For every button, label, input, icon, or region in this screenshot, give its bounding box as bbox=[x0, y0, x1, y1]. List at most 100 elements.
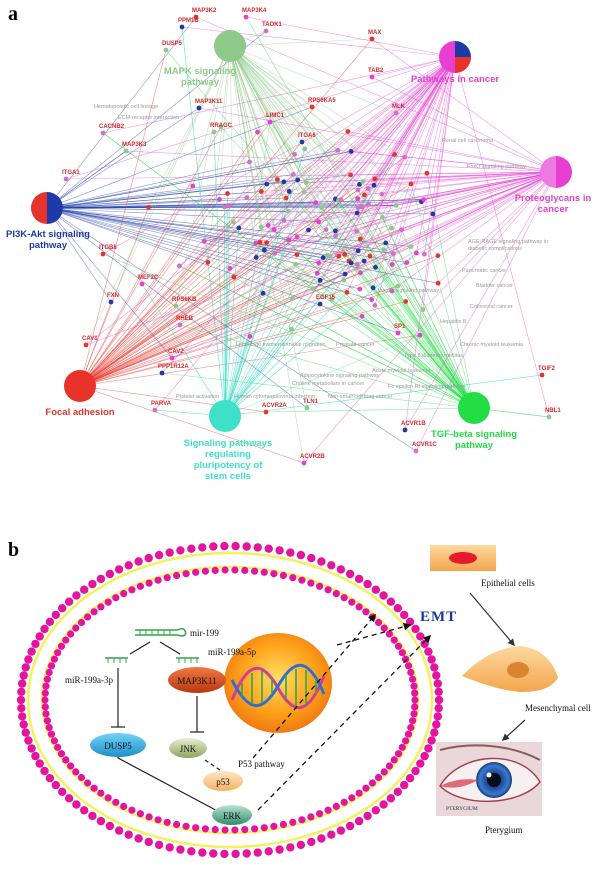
network-edge bbox=[455, 57, 549, 417]
gene-node bbox=[422, 252, 427, 257]
gene-node bbox=[64, 177, 69, 182]
gene-node bbox=[228, 266, 233, 271]
network-edge bbox=[221, 127, 474, 408]
lipid-head bbox=[307, 580, 314, 587]
gene-node bbox=[431, 212, 436, 217]
gene-node bbox=[275, 177, 280, 182]
lipid-head bbox=[105, 794, 112, 801]
lipid-head bbox=[386, 630, 393, 637]
lipid-head bbox=[391, 637, 398, 644]
gene-node bbox=[101, 252, 106, 257]
lipid-head bbox=[67, 630, 74, 637]
lipid-head bbox=[46, 618, 54, 626]
lipid-head bbox=[17, 696, 25, 704]
gene-node bbox=[369, 297, 374, 302]
gene-label-rps6ka5: RPS6KA5 bbox=[308, 98, 336, 104]
lipid-head bbox=[166, 548, 174, 556]
lipid-head bbox=[145, 838, 153, 846]
panel-b-letter: b bbox=[8, 539, 19, 561]
gene-node bbox=[212, 130, 217, 135]
lipid-head bbox=[369, 613, 376, 620]
lipid-head bbox=[42, 710, 49, 717]
hub-proteoglycans bbox=[540, 156, 572, 188]
lipid-head bbox=[289, 574, 296, 581]
gene-node bbox=[261, 291, 266, 296]
gene-node bbox=[302, 146, 307, 151]
lipid-head bbox=[40, 625, 48, 633]
lipid-head bbox=[54, 649, 61, 656]
gene-label-fxn: FXN bbox=[107, 293, 119, 299]
gene-node bbox=[254, 241, 259, 246]
lipid-head bbox=[362, 785, 369, 792]
lipid-head bbox=[146, 813, 153, 820]
gene-label-mef2c: MEF2C bbox=[138, 275, 159, 281]
gene-node bbox=[295, 178, 300, 183]
gene-node bbox=[394, 203, 399, 208]
gene-node bbox=[295, 235, 300, 240]
gene-node bbox=[315, 271, 320, 276]
lipid-head bbox=[297, 551, 305, 559]
lipid-head bbox=[298, 577, 305, 584]
label-p53-pathway: P53 pathway bbox=[238, 759, 285, 769]
lipid-head bbox=[231, 542, 239, 550]
lipid-head bbox=[155, 841, 163, 849]
gene-node bbox=[272, 251, 277, 256]
lipid-head bbox=[36, 632, 44, 640]
lipid-head bbox=[72, 625, 79, 632]
lipid-head bbox=[18, 679, 26, 687]
gene-node bbox=[356, 248, 361, 253]
network-edge bbox=[266, 408, 474, 412]
lipid-head bbox=[231, 850, 239, 858]
label-erk: ERK bbox=[223, 811, 242, 821]
lipid-head bbox=[265, 847, 273, 855]
gene-node bbox=[292, 152, 297, 157]
lipid-head bbox=[411, 625, 419, 633]
lipid-head bbox=[212, 826, 219, 833]
lipid-head bbox=[372, 586, 380, 594]
lipid-head bbox=[48, 731, 55, 738]
lipid-head bbox=[20, 720, 28, 728]
gene-node bbox=[174, 304, 179, 309]
lipid-head bbox=[112, 799, 119, 806]
lipid-head bbox=[254, 848, 262, 856]
lipid-head bbox=[406, 618, 414, 626]
term-label-t6: Bladder cancer bbox=[476, 283, 513, 289]
gene-node bbox=[272, 227, 277, 232]
gene-node bbox=[336, 254, 341, 259]
lipid-head bbox=[46, 774, 54, 782]
gene-node bbox=[421, 307, 426, 312]
lipid-head bbox=[411, 690, 418, 697]
lipid-head bbox=[80, 586, 88, 594]
gene-node bbox=[236, 226, 241, 231]
gene-node bbox=[290, 296, 295, 301]
lipid-head bbox=[51, 737, 58, 744]
gene-node bbox=[380, 215, 385, 220]
gene-node bbox=[262, 248, 267, 253]
gene-node bbox=[266, 223, 271, 228]
gene-label-nbl1: NBL1 bbox=[545, 408, 561, 414]
network-edge bbox=[270, 122, 474, 408]
lipid-head bbox=[41, 696, 48, 703]
lipid-head bbox=[187, 545, 195, 553]
lipid-head bbox=[386, 762, 393, 769]
lipid-head bbox=[112, 594, 119, 601]
gene-node bbox=[222, 205, 227, 210]
lipid-head bbox=[80, 806, 88, 814]
lipid-head bbox=[97, 603, 104, 610]
lipid-head bbox=[280, 572, 287, 579]
gene-node bbox=[259, 225, 264, 230]
gene-label-ppp1r12a: PPP1R12A bbox=[158, 364, 189, 370]
term-label-t20: Insulin signaling pathway bbox=[378, 288, 439, 294]
gene-label-taok1: TAOK1 bbox=[262, 22, 283, 28]
gene-node bbox=[225, 191, 230, 196]
gene-node bbox=[355, 211, 360, 216]
gene-node bbox=[354, 229, 359, 234]
gene-node bbox=[373, 265, 378, 270]
gene-node bbox=[180, 25, 185, 30]
gene-node bbox=[333, 234, 338, 239]
lipid-head bbox=[24, 736, 32, 744]
term-label-t11: Fc epsilon RI signaling pathway bbox=[388, 384, 466, 390]
lipid-head bbox=[106, 570, 114, 578]
lipid-head bbox=[173, 821, 180, 828]
gene-node bbox=[318, 278, 323, 283]
